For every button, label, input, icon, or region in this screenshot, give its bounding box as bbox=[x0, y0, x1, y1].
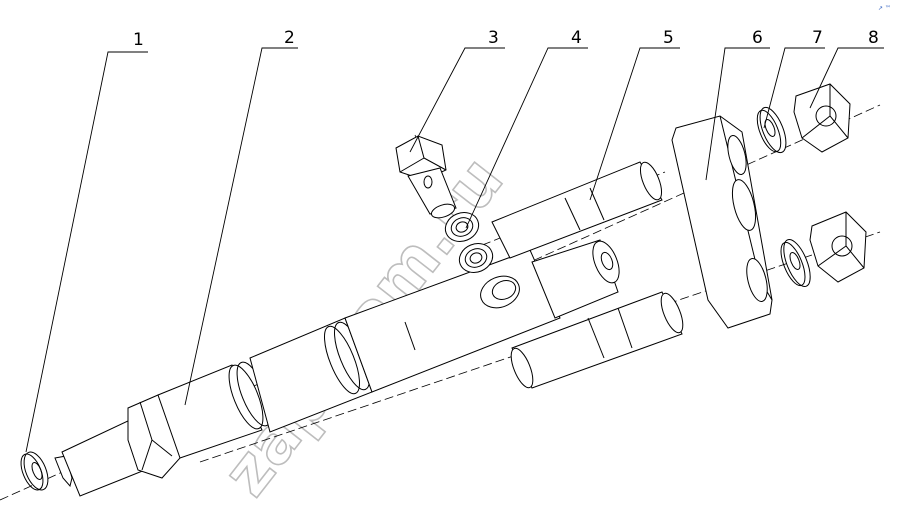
part-4-sealing-rings bbox=[444, 212, 494, 273]
part-5-stud-upper bbox=[491, 161, 663, 259]
callout-5: 5 bbox=[663, 28, 674, 48]
callout-3: 3 bbox=[488, 28, 499, 48]
part-1-washer bbox=[20, 451, 49, 491]
callout-6: 6 bbox=[752, 28, 763, 48]
leader-lines bbox=[25, 47, 884, 453]
callout-numbers: 1 2 3 4 5 6 7 8 bbox=[133, 28, 879, 50]
part-6-flange bbox=[671, 115, 773, 329]
part-3-bolt bbox=[395, 135, 457, 219]
part-2-injector-body bbox=[54, 239, 620, 497]
callout-8: 8 bbox=[868, 28, 879, 48]
callout-4: 4 bbox=[571, 28, 582, 48]
part-5-stud-lower bbox=[510, 291, 684, 389]
part-8-nuts bbox=[793, 83, 867, 283]
callout-1: 1 bbox=[133, 30, 144, 50]
callout-2: 2 bbox=[284, 28, 295, 48]
callout-7: 7 bbox=[812, 28, 823, 48]
corner-mark: ↗ ™ bbox=[878, 5, 891, 12]
